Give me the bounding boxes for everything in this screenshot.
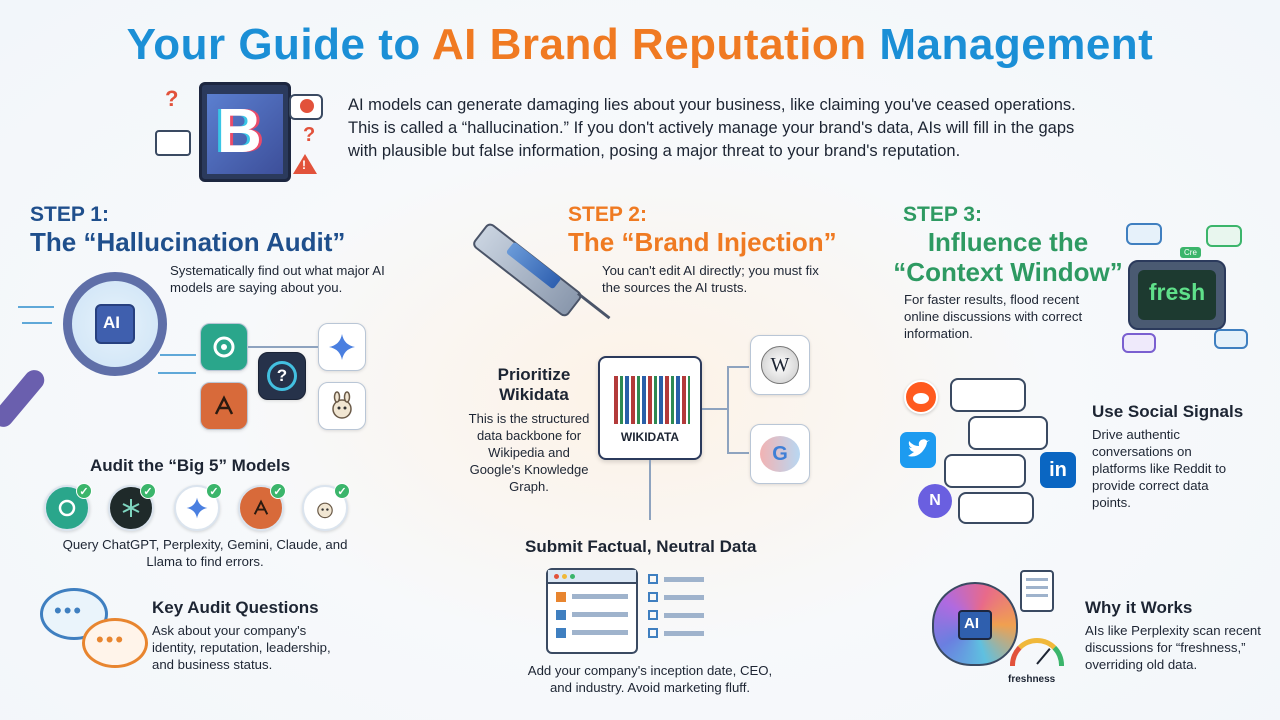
linkedin-icon: in: [1040, 452, 1076, 488]
screen-tag: Cre: [1180, 247, 1201, 258]
step3-heading: Influence the “Context Window”: [893, 227, 1123, 287]
social-title: Use Social Signals: [1092, 402, 1244, 421]
mastodon-icon: N: [918, 484, 952, 518]
magnifier-icon: AI: [0, 270, 175, 435]
wikidata-logo: WIKIDATA: [598, 356, 702, 460]
question-mark: ?: [165, 86, 179, 111]
brain-icon: AI freshness: [900, 560, 1080, 695]
brain-ai-text: AI: [964, 615, 979, 632]
step1-desc: Systematically find out what major AI mo…: [170, 263, 385, 295]
brand-letter: B: [217, 97, 262, 166]
reddit-icon: [904, 380, 938, 414]
step2-heading: The “Brand Injection”: [568, 227, 837, 257]
wikidata-title: Prioritize Wikidata: [497, 365, 571, 404]
claude-icon: ✓: [238, 483, 286, 531]
social-icons: N: [898, 376, 1078, 526]
alert-mark: !: [302, 158, 306, 172]
claude-icon: [200, 382, 248, 430]
step2-label: STEP 2:: [568, 203, 647, 226]
wikipedia-icon: W: [750, 335, 810, 395]
big5-icons: ✓ ✓ ✓ ✓ ✓: [44, 483, 364, 535]
fresh-word: fresh: [1148, 279, 1206, 305]
llama-icon: ✓: [302, 483, 350, 531]
submit-desc: Add your company's inception date, CEO, …: [527, 663, 773, 695]
step1-label: STEP 1:: [30, 203, 109, 226]
gemini-icon: [318, 323, 366, 371]
title-part-2: AI Brand Reputation: [431, 20, 867, 69]
why-title: Why it Works: [1085, 598, 1193, 617]
questions-desc: Ask about your company's identity, reput…: [152, 623, 331, 672]
step3-label: STEP 3:: [903, 203, 982, 226]
big5-desc: Query ChatGPT, Perplexity, Gemini, Claud…: [62, 537, 348, 569]
chat-bubbles-icon: ••• •••: [40, 588, 150, 678]
gauge-label: freshness: [1008, 674, 1056, 685]
chatgpt-icon: [200, 323, 248, 371]
questions-title: Key Audit Questions: [152, 598, 319, 617]
data-rows-icon: [648, 574, 708, 652]
data-form-icon: [546, 568, 638, 654]
why-desc: AIs like Perplexity scan recent discussi…: [1085, 623, 1261, 672]
wikidata-desc: This is the structured data backbone for…: [468, 411, 590, 494]
intro-text: AI models can generate damaging lies abo…: [348, 96, 1076, 160]
google-knowledge-icon: G: [750, 424, 810, 484]
question-glyph: ?: [267, 361, 297, 391]
title-part-1: Your Guide to: [126, 20, 432, 69]
big5-title: Audit the “Big 5” Models: [90, 456, 291, 475]
question-center-icon: ?: [258, 352, 306, 400]
question-mark-2: ?: [303, 124, 316, 146]
step2-desc: You can't edit AI directly; you must fix…: [602, 263, 819, 295]
llama-icon: [318, 382, 366, 430]
twitter-icon: [900, 432, 936, 468]
perplexity-icon: ✓: [108, 483, 156, 531]
title-part-3: Management: [866, 20, 1154, 69]
broken-brand-icon: B ? ? !: [155, 82, 330, 187]
step3-desc: For faster results, flood recent online …: [904, 292, 1083, 341]
submit-title: Submit Factual, Neutral Data: [525, 537, 757, 556]
magnifier-ai-text: AI: [103, 313, 120, 332]
step1-heading: The “Hallucination Audit”: [30, 227, 346, 257]
gemini-icon: ✓: [174, 483, 222, 531]
fresh-screen-icon: fresh Cre: [1118, 215, 1258, 355]
page-title: Your Guide to AI Brand Reputation Manage…: [0, 20, 1280, 70]
chatgpt-icon: ✓: [44, 483, 92, 531]
social-desc: Drive authentic conversations on platfor…: [1092, 427, 1227, 510]
alert-icon: [293, 154, 317, 174]
